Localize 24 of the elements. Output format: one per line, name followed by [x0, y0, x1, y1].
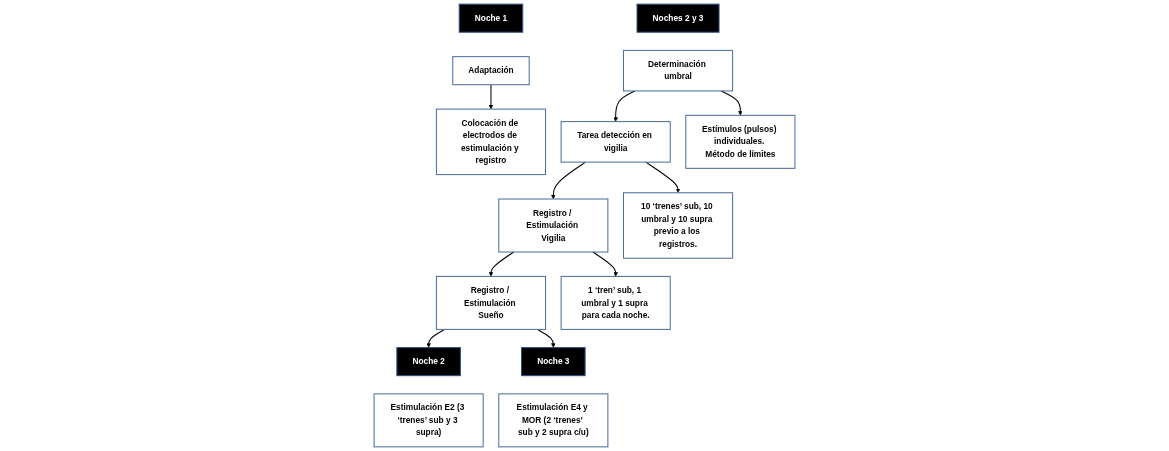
node-box: Registro / Estimulación Sueño	[435, 275, 547, 330]
node-box: Determinación umbral	[622, 49, 734, 92]
node-box: Colocación de electrodos de estimulación y registro	[435, 108, 547, 176]
node-box: 10 ‘trenes’ sub, 10 umbral y 10 supra previo a los registros.	[622, 192, 734, 259]
node-box: Adaptación	[452, 56, 530, 86]
arrow	[536, 328, 556, 348]
node-box: Noche 1	[458, 3, 524, 33]
arrow	[426, 328, 446, 348]
node-box: Estimulación E2 (3 ‘trenes’ sub y 3 supra)	[373, 393, 484, 448]
arrow	[645, 161, 681, 193]
node-box: Noche 3	[521, 347, 586, 377]
node-box: Registro / Estimulación Vigilia	[498, 198, 609, 253]
node-box: Tarea detección en vigilia	[560, 121, 671, 163]
node-box: Noches 2 y 3	[636, 3, 720, 33]
node-box: Estimulación E4 y MOR (2 ‘trenes’ sub y 2 supra c/u)	[498, 393, 609, 448]
arrow	[613, 90, 636, 122]
arrow	[720, 90, 743, 116]
arrow	[488, 251, 515, 277]
arrow	[551, 161, 586, 200]
arrow	[592, 251, 618, 277]
node-box: Noche 2	[396, 347, 461, 377]
node-box: 1 ‘tren’ sub, 1 umbral y 1 supra para cada noche.	[560, 275, 671, 330]
node-box: Estímulos (pulsos) individuales. Método de límites	[685, 114, 796, 169]
arrow	[488, 84, 494, 110]
